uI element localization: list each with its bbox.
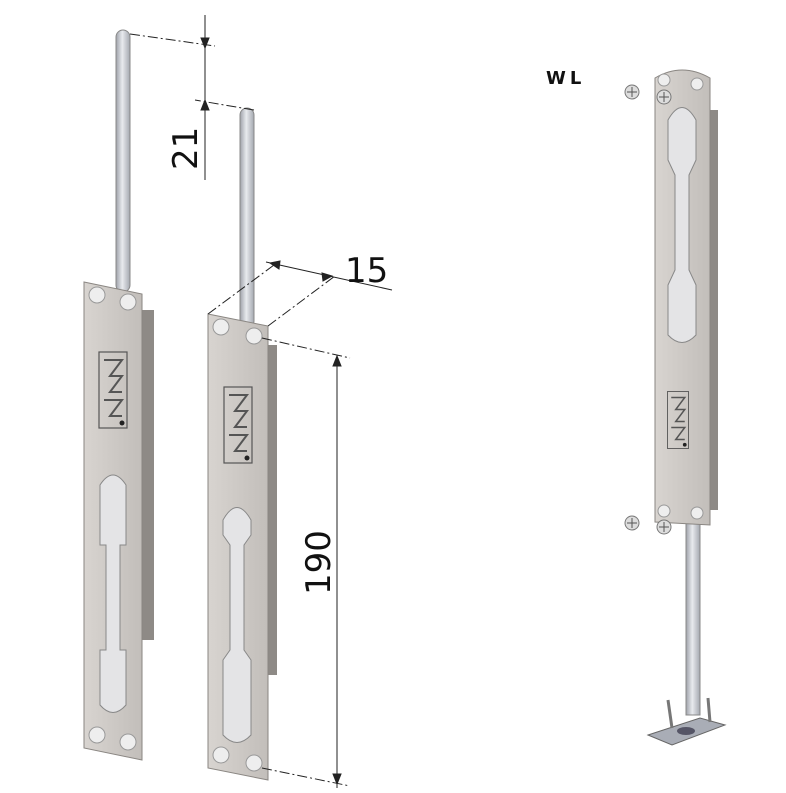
bolt-slot — [667, 107, 697, 343]
dimension-15 — [207, 260, 393, 327]
screw-icon — [624, 84, 672, 535]
dimension-label-21: 21 — [166, 127, 206, 170]
screw-hole — [88, 286, 106, 304]
screw-hole — [119, 733, 137, 751]
plate-body — [140, 310, 154, 640]
dimension-190 — [261, 337, 351, 788]
screw-hole — [119, 293, 137, 311]
bolt-rod — [239, 107, 255, 329]
screw-hole — [245, 754, 263, 772]
strike-plate — [646, 697, 727, 746]
screw-hole — [245, 327, 263, 345]
dimension-label-190: 190 — [299, 530, 339, 595]
variant-label: WL — [546, 68, 585, 89]
flush-bolt-wl — [624, 69, 727, 746]
dimension-label-15: 15 — [345, 251, 388, 291]
dimension-21 — [129, 15, 255, 180]
bolt-rod — [115, 29, 131, 293]
bolt-slot — [99, 474, 127, 713]
screw-hole — [690, 77, 704, 91]
flush-bolt-left — [83, 29, 154, 761]
screw-hole — [657, 504, 671, 518]
bolt-slot — [222, 507, 252, 743]
bolt-rod — [685, 519, 701, 716]
screw-hole — [88, 726, 106, 744]
screw-hole — [690, 506, 704, 520]
screw-hole — [212, 746, 230, 764]
screw-hole — [212, 318, 230, 336]
flush-bolt-middle — [207, 107, 277, 781]
screw-hole — [657, 73, 671, 87]
